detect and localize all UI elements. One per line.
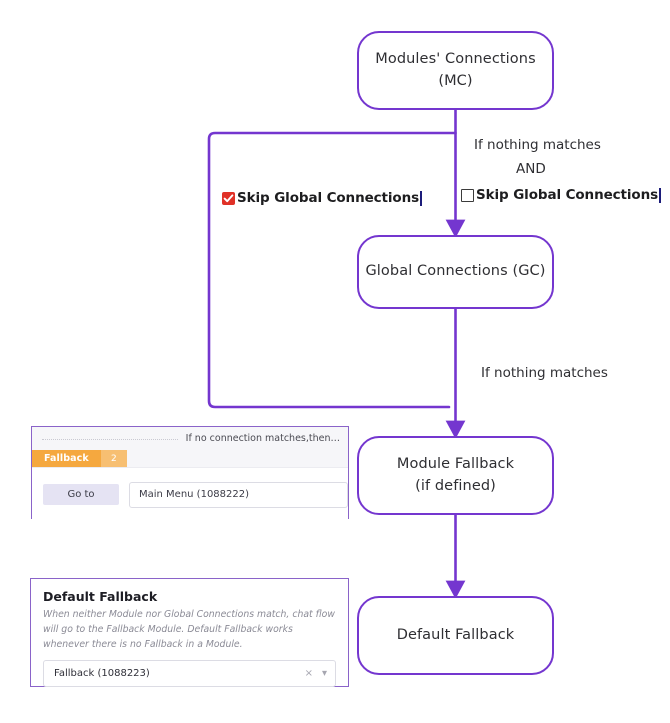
node-global-connections-label: Global Connections (GC) <box>365 263 546 280</box>
edge-label-if-nothing-matches-top: If nothing matches <box>474 137 601 153</box>
fallback-tab-bar: Fallback 2 <box>32 450 348 467</box>
fallback-action-row: Go to Main Menu (1088222) <box>32 467 348 521</box>
fallback-hint-text: If no connection matches,then… <box>185 432 340 444</box>
tab-fallback-label: Fallback <box>44 453 89 464</box>
go-to-button[interactable]: Go to <box>43 484 119 505</box>
fallback-hint-row: If no connection matches,then… <box>32 427 348 449</box>
default-fallback-description: When neither Module nor Global Connectio… <box>43 609 335 651</box>
default-fallback-card: Default Fallback When neither Module nor… <box>30 578 349 688</box>
default-fallback-select[interactable]: Fallback (1088223) × ▾ <box>43 660 336 688</box>
edge-label-and: AND <box>516 161 546 177</box>
chevron-down-icon[interactable]: ▾ <box>321 668 327 680</box>
clear-icon[interactable]: × <box>304 668 313 680</box>
annotation-skip-global-connections-checked[interactable]: Skip Global Connections <box>222 190 422 206</box>
node-global-connections[interactable]: Global Connections (GC) <box>357 235 554 309</box>
tab-fallback-count-value: 2 <box>110 453 117 464</box>
default-fallback-select-value: Fallback (1088223) <box>54 668 150 680</box>
annotation-skip-global-connections-unchecked[interactable]: Skip Global Connections <box>461 187 661 203</box>
tab-fallback[interactable]: Fallback <box>32 450 101 467</box>
node-modules-connections-label: Modules' Connections (MC) <box>375 51 536 89</box>
default-fallback-title: Default Fallback <box>43 589 158 604</box>
checkbox-unchecked-icon[interactable] <box>461 188 474 202</box>
edge-label-if-nothing-matches-bottom: If nothing matches <box>481 365 608 381</box>
node-default-fallback-label: Default Fallback <box>396 626 515 643</box>
go-to-target-input[interactable]: Main Menu (1088222) <box>129 481 348 508</box>
text-caret-icon <box>659 187 661 203</box>
text-caret-icon <box>420 190 422 206</box>
checkbox-checked-icon[interactable] <box>222 191 235 205</box>
node-module-fallback[interactable]: Module Fallback (if defined) <box>357 436 554 515</box>
node-module-fallback-label: Module Fallback (if defined) <box>396 456 515 494</box>
module-fallback-card: If no connection matches,then… Fallback … <box>31 426 349 521</box>
annotation-label: Skip Global Connections <box>476 187 659 203</box>
go-to-target-value: Main Menu (1088222) <box>139 489 250 500</box>
dotted-divider <box>42 439 178 440</box>
node-modules-connections[interactable]: Modules' Connections (MC) <box>357 31 554 110</box>
go-to-button-label: Go to <box>67 489 95 500</box>
node-default-fallback[interactable]: Default Fallback <box>357 596 554 675</box>
annotation-label: Skip Global Connections <box>237 190 420 206</box>
tab-fallback-count-badge: 2 <box>100 450 127 467</box>
